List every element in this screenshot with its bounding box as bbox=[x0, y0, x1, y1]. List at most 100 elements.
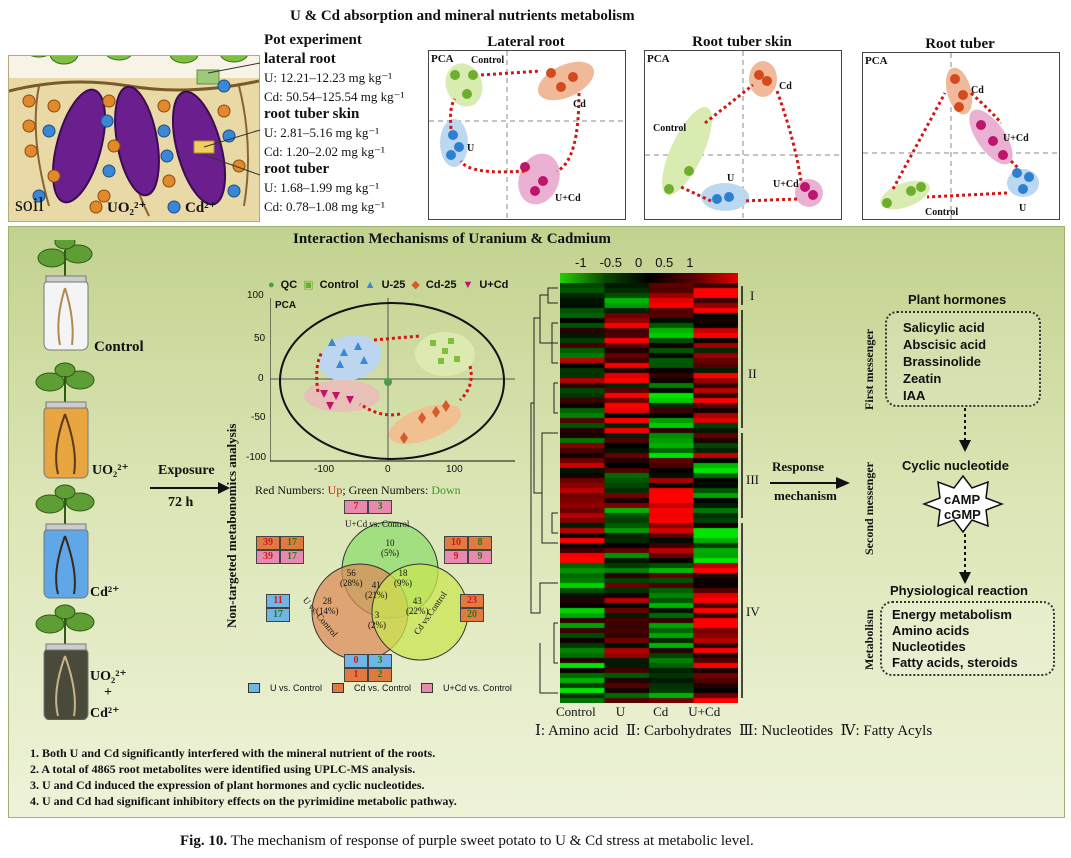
tuber-head: root tuber bbox=[264, 161, 330, 177]
venn-box-left-2-down: 17 bbox=[280, 550, 304, 564]
tuber-skin-cd: Cd: 1.20–2.02 mg kg⁻¹ bbox=[264, 144, 385, 159]
pca2-label-control: Control bbox=[653, 123, 687, 134]
venn-box-right-1-up: 10 bbox=[444, 536, 468, 550]
venn-legend-u: U vs. Control bbox=[270, 683, 323, 693]
venn-e-n: 28 bbox=[322, 596, 332, 606]
venn-box-right-2-up: 9 bbox=[444, 550, 468, 564]
venn-c-n: 18 bbox=[398, 568, 408, 578]
pca-ytick-100: 100 bbox=[247, 290, 264, 301]
venn-box-left-1-up: 39 bbox=[256, 536, 280, 550]
tuber-skin-head: root tuber skin bbox=[264, 106, 360, 122]
pca3-plot bbox=[863, 53, 1059, 219]
hormone-3: Brassinolide bbox=[903, 354, 982, 369]
figure-caption-label: Fig. 10. bbox=[180, 833, 228, 849]
second-messenger-label: Second messenger bbox=[862, 462, 876, 555]
heatmap-grid bbox=[560, 283, 738, 703]
pca1-label-control: Control bbox=[471, 55, 505, 66]
pca1-label-u: U bbox=[467, 143, 475, 154]
venn-region-b: 56(28%) bbox=[340, 568, 363, 588]
note-2: 2. A total of 4865 root metabolites were… bbox=[30, 762, 416, 776]
plant-label-uo2-combo: UO₂²⁺ bbox=[90, 669, 127, 684]
metabonomics-axis-label: Non-targeted metabonomics analysis bbox=[224, 423, 239, 628]
venn-box-bottom-2-down: 2 bbox=[368, 668, 392, 682]
mechanism-label: mechanism bbox=[774, 488, 837, 503]
pca-xtick-0: 0 bbox=[385, 464, 391, 475]
hormone-2: Abscisic acid bbox=[903, 337, 987, 352]
venn-diagram bbox=[311, 521, 469, 661]
arrow-hormones-to-cyclic bbox=[959, 408, 971, 452]
pot-experiment-block: Pot experiment lateral root U: 12.21–12.… bbox=[264, 32, 424, 216]
cgmp-label: cGMP bbox=[944, 507, 981, 522]
venn-d-p: (21%) bbox=[365, 590, 388, 600]
cluster-caption: Ⅰ: Amino acid Ⅱ: Carbohydrates Ⅲ: Nucleo… bbox=[535, 723, 933, 739]
heat-col-u: U bbox=[615, 704, 626, 719]
venn-legend: U vs. Control Cd vs. Control U+Cd vs. Co… bbox=[248, 683, 512, 693]
venn-legend-cd: Cd vs. Control bbox=[354, 683, 412, 693]
interaction-panel bbox=[8, 226, 1065, 818]
figure-caption: Fig. 10. The mechanism of response of pu… bbox=[180, 833, 754, 850]
legend-ucd: U+Cd bbox=[479, 278, 509, 291]
pca3-label-ucd: U+Cd bbox=[1003, 133, 1029, 144]
legend-u25-marker: ▲ bbox=[364, 278, 376, 291]
plant-hormones-box: Salicylic acid Abscisic acid Brassinolid… bbox=[885, 311, 1041, 407]
legend-cd: Cd²⁺ bbox=[185, 200, 217, 216]
pca3-tag: PCA bbox=[865, 55, 888, 67]
physio-3: Nucleotides bbox=[892, 639, 966, 654]
heatmap-columns: Control U Cd U+Cd bbox=[556, 704, 720, 720]
legend-qc: QC bbox=[280, 278, 298, 291]
pca1-title: Lateral root bbox=[487, 34, 565, 50]
pca2-panel: PCA Control Cd U U+Cd bbox=[644, 50, 842, 220]
venn-box-cd-down: 20 bbox=[460, 608, 484, 622]
jar-uo2-cd bbox=[35, 604, 95, 720]
plant-label-cd-combo: Cd²⁺ bbox=[90, 706, 120, 721]
tuber-skin-u: U: 2.81–5.16 mg kg⁻¹ bbox=[264, 125, 380, 140]
venn-region-g: 3(2%) bbox=[368, 610, 386, 630]
soil-label: soil bbox=[15, 194, 44, 216]
first-messenger-label: First messenger bbox=[862, 329, 876, 410]
pca1-panel: PCA Control Cd U U+Cd bbox=[428, 50, 626, 220]
main-pca-plot bbox=[270, 298, 515, 462]
physio-1: Energy metabolism bbox=[892, 607, 1012, 622]
venn-box-left-2-up: 39 bbox=[256, 550, 280, 564]
venn-caption: Red Numbers: Up; Green Numbers: Down bbox=[255, 483, 461, 498]
venn-legend-u-swatch bbox=[248, 683, 260, 693]
legend-cd25-marker: ◆ bbox=[411, 279, 420, 291]
pca-ytick-0: 0 bbox=[258, 373, 264, 384]
legend-control-marker: ▣ bbox=[303, 279, 314, 291]
heat-col-control: Control bbox=[556, 704, 596, 719]
pca2-label-u: U bbox=[727, 173, 735, 184]
legend-ucd-marker: ▼ bbox=[462, 278, 474, 291]
pca2-title: Root tuber skin bbox=[692, 34, 792, 50]
venn-box-u-up: 11 bbox=[266, 594, 290, 608]
camp-label: cAMP bbox=[944, 492, 981, 507]
exposure-arrow bbox=[150, 482, 230, 494]
venn-top-label: U+Cd vs. Control bbox=[345, 519, 410, 529]
cluster-label-4: IV bbox=[746, 604, 760, 619]
venn-region-e: 28(14%) bbox=[316, 596, 339, 616]
soil-illustration: soil UO₂²⁺ Cd²⁺ bbox=[8, 55, 260, 222]
heat-tick-2: -0.5 bbox=[599, 255, 622, 270]
jar-uo2 bbox=[35, 362, 95, 479]
venn-g-p: (2%) bbox=[368, 620, 386, 630]
pca-legend: ●QC ▣Control ▲U-25 ◆Cd-25 ▼U+Cd bbox=[268, 278, 509, 292]
venn-a-p: (5%) bbox=[381, 548, 399, 558]
pca3-title: Root tuber bbox=[925, 36, 995, 52]
notes: 1. Both U and Cd significantly interfere… bbox=[30, 745, 457, 809]
venn-g-n: 3 bbox=[374, 610, 380, 620]
cluster-label-2: II bbox=[748, 366, 757, 381]
venn-box-bottom-1-up: 0 bbox=[344, 654, 368, 668]
plant-label-uo2: UO₂²⁺ bbox=[92, 463, 129, 478]
physio-box: Energy metabolism Amino acids Nucleotide… bbox=[880, 601, 1055, 676]
pca-ytick-50: 50 bbox=[254, 333, 266, 344]
plant-label-plus: + bbox=[104, 685, 112, 700]
venn-caption-up: Up bbox=[327, 483, 343, 497]
